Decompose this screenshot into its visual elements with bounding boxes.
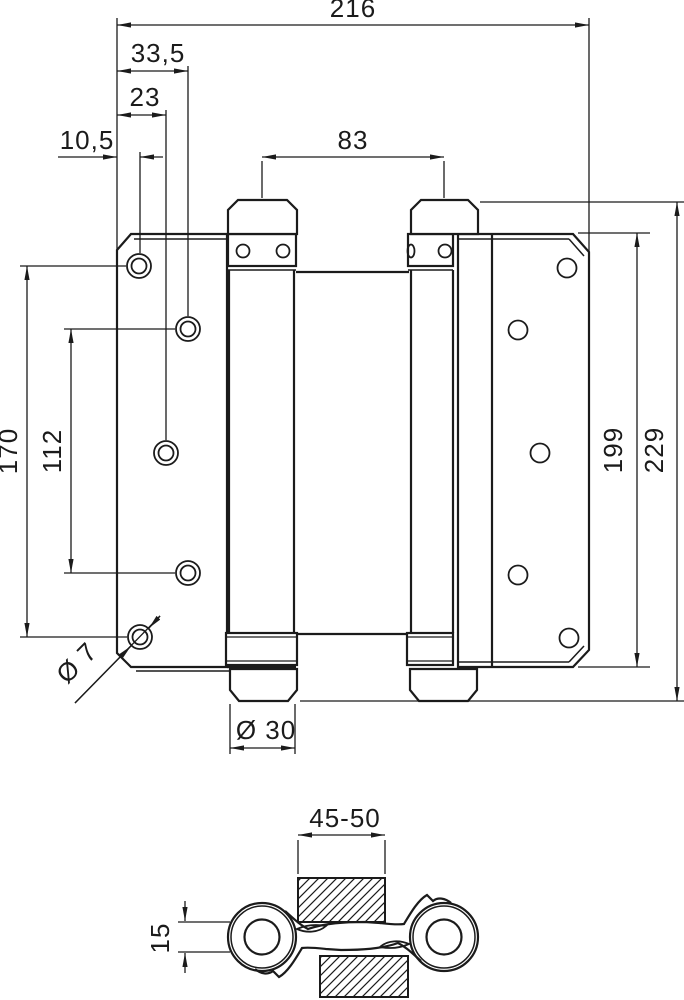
dim-label-offset-mid: 23 <box>130 82 161 112</box>
right-leaf-screw-holes <box>507 257 580 649</box>
dim-label-door-thickness: 45-50 <box>309 803 381 833</box>
dim-offset-outer: 33,5 <box>117 38 188 74</box>
dim-door-thickness: 45-50 <box>297 803 386 874</box>
spring-axis-hole <box>243 918 281 956</box>
dim-label-hole-span-outer: 170 <box>0 428 23 474</box>
left-barrel-top-cap <box>226 198 299 236</box>
right-spring-barrel <box>405 198 480 703</box>
dim-overall-width: 216 <box>117 0 589 28</box>
bracket-pin-hole <box>275 243 291 259</box>
right-barrel-bottom-cap <box>408 667 479 703</box>
screw-hole <box>558 627 580 649</box>
screw-hole <box>126 253 152 279</box>
main-view-dimensions: 216 33,5 23 10,5 83 <box>0 0 684 754</box>
section-view: 45-50 15 <box>145 803 480 998</box>
left-barrel-bottom-cap <box>228 667 299 703</box>
center-strap-panel <box>296 270 409 636</box>
bracket-pin-hole <box>235 243 251 259</box>
dim-label-barrel-dia: Ø 30 <box>236 715 296 745</box>
strap-bevel-edge <box>378 940 412 949</box>
bracket-pin-hole <box>437 243 453 259</box>
screw-hole <box>175 316 201 342</box>
left-tension-collar <box>224 631 299 667</box>
dim-label-leaf-height: 199 <box>598 427 628 473</box>
screw-hole <box>175 560 201 586</box>
dim-label-overall-height: 229 <box>639 427 669 473</box>
right-tension-collar <box>405 631 455 667</box>
screw-hole <box>153 440 179 466</box>
spring-axis-hole <box>425 918 463 956</box>
screw-hole <box>556 257 578 279</box>
dim-label-hole-span-inner: 112 <box>37 429 67 473</box>
right-leaf-plate <box>456 232 591 669</box>
dim-hole-span-outer: 170 <box>0 265 127 638</box>
dim-label-barrel-spacing: 83 <box>338 125 369 155</box>
bracket-pin-hole <box>406 243 416 259</box>
right-barrel-bracket <box>406 232 455 268</box>
door-section-hatch <box>297 877 386 923</box>
screw-hole <box>507 319 529 341</box>
dim-offset-inner: 10,5 <box>58 125 163 160</box>
screw-hole <box>529 442 551 464</box>
left-barrel-bracket <box>226 232 298 268</box>
dim-label-screw-hole-dia: Ø 7 <box>50 636 103 689</box>
right-barrel-top-cap <box>409 198 480 236</box>
dim-overall-height: 229 <box>300 201 684 702</box>
dim-label-strap-offset: 15 <box>145 923 175 954</box>
dim-barrel-spacing: 83 <box>262 125 444 160</box>
section-view-dimensions: 45-50 15 <box>145 803 386 973</box>
dim-barrel-dia: Ø 30 <box>229 704 296 754</box>
dim-leaf-height: 199 <box>578 232 650 668</box>
frame-section-hatch <box>319 955 409 998</box>
dim-strap-offset: 15 <box>145 901 230 973</box>
strap-bevel-edge <box>294 924 328 933</box>
dim-label-offset-outer: 33,5 <box>131 38 186 68</box>
main-view: 216 33,5 23 10,5 83 <box>0 0 684 754</box>
dim-label-overall-width: 216 <box>330 0 376 23</box>
dim-label-offset-inner: 10,5 <box>60 125 115 155</box>
right-barrel-section <box>408 901 480 973</box>
screw-hole <box>507 564 529 586</box>
dim-hole-span-inner: 112 <box>37 328 175 574</box>
left-spring-barrel <box>224 198 299 703</box>
dim-offset-mid: 23 <box>117 82 166 118</box>
left-barrel-section <box>226 901 298 973</box>
strap-section <box>254 893 452 979</box>
